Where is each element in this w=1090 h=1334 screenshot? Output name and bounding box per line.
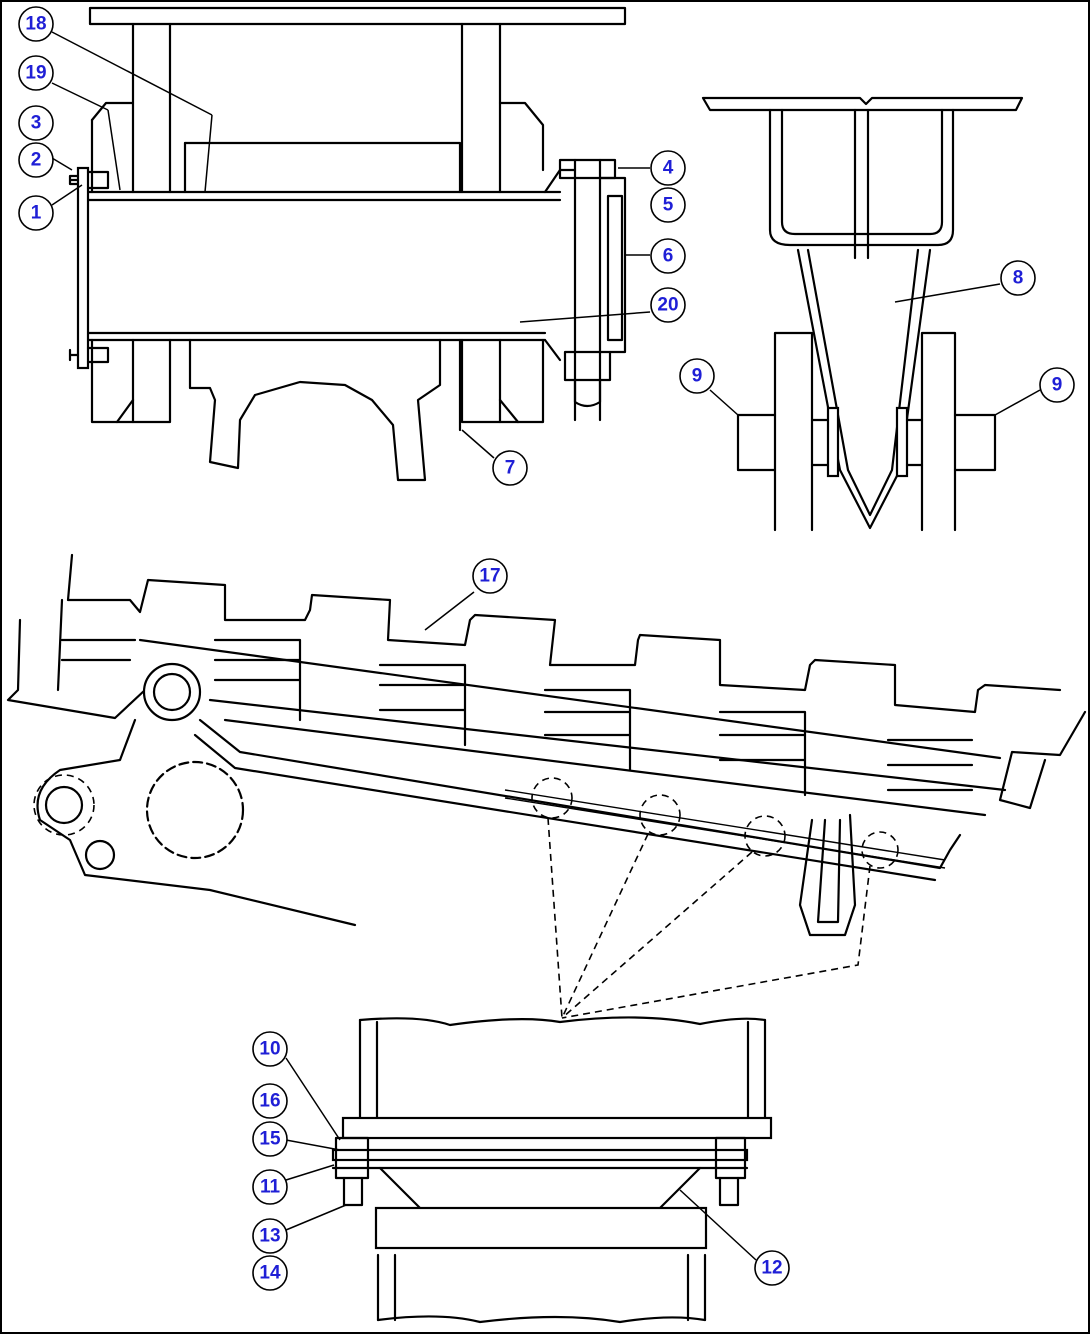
callout-20: 20 [650, 287, 686, 323]
callout-14: 14 [252, 1255, 288, 1291]
callout-9-right: 9 [1039, 367, 1075, 403]
callout-17: 17 [472, 558, 508, 594]
callout-1: 1 [18, 195, 54, 231]
callout-label: 13 [259, 1226, 280, 1247]
callout-label: 5 [663, 195, 674, 216]
callout-15: 15 [252, 1121, 288, 1157]
callout-label: 11 [260, 1177, 281, 1198]
callout-18: 18 [18, 6, 54, 42]
callout-9-left: 9 [679, 358, 715, 394]
callout-label: 20 [657, 295, 678, 316]
roller-front-view [701, 96, 1024, 532]
detail-view [331, 1016, 773, 1324]
callout-10: 10 [252, 1031, 288, 1067]
callout-label: 6 [663, 246, 674, 267]
callout-11: 11 [252, 1169, 288, 1205]
callout-label: 3 [31, 113, 42, 134]
callout-label: 19 [25, 63, 46, 84]
callout-12: 12 [754, 1250, 790, 1286]
callout-3: 3 [18, 105, 54, 141]
callout-2: 2 [18, 142, 54, 178]
callout-label: 10 [259, 1039, 280, 1060]
callout-19: 19 [18, 55, 54, 91]
callout-label: 18 [25, 14, 46, 35]
callout-label: 9 [1052, 375, 1063, 396]
callout-5: 5 [650, 187, 686, 223]
callout-6: 6 [650, 238, 686, 274]
callout-label: 14 [259, 1263, 281, 1284]
callout-label: 15 [259, 1129, 281, 1150]
callout-label: 4 [663, 158, 674, 179]
callout-label: 17 [479, 566, 500, 587]
callout-label: 2 [31, 150, 42, 171]
callout-label: 8 [1013, 268, 1024, 289]
callout-label: 9 [692, 366, 703, 387]
callout-label: 16 [259, 1091, 280, 1112]
callout-16: 16 [252, 1083, 288, 1119]
callout-label: 1 [31, 203, 42, 224]
track-frame-view [6, 553, 1087, 1019]
leader-lines [51, 31, 1041, 1261]
callout-label: 7 [505, 458, 516, 479]
callout-13: 13 [252, 1218, 288, 1254]
callout-4: 4 [650, 150, 686, 186]
callout-7: 7 [492, 450, 528, 486]
roller-section-view [68, 6, 627, 482]
callout-label: 12 [761, 1258, 782, 1279]
callout-8: 8 [1000, 260, 1036, 296]
